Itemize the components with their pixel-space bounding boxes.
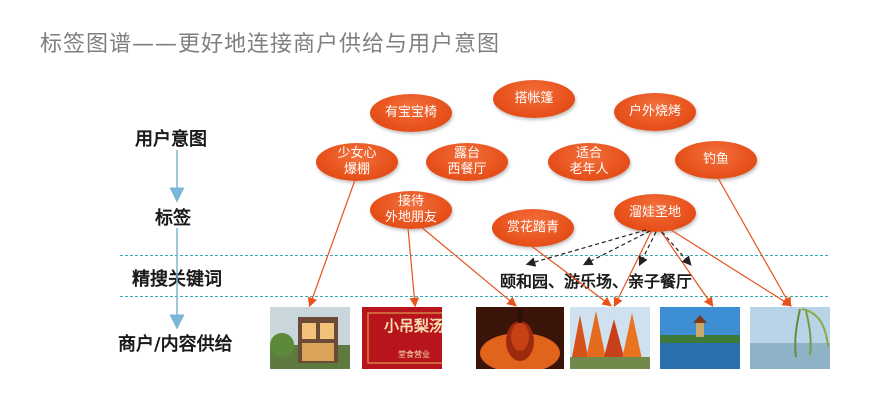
tag-connector-arrow	[717, 177, 792, 308]
tag-connector-arrow	[613, 229, 653, 308]
row-label-tags: 标签	[155, 208, 191, 229]
tag-connector-arrow	[419, 225, 517, 307]
row-label-supply: 商户/内容供给	[118, 334, 233, 355]
dashed-divider-top	[120, 255, 828, 256]
modern-building-photo	[270, 307, 350, 369]
keyword-connector-arrow	[661, 231, 692, 266]
summer-palace-photo	[660, 307, 740, 369]
keyword-connector-arrow	[638, 231, 657, 267]
page-title: 标签图谱——更好地连接商户供给与用户意图	[40, 32, 501, 57]
roast-duck-photo	[476, 307, 564, 369]
tag-oval: 露台 西餐厅	[426, 143, 508, 181]
tag-oval: 少女心 爆棚	[316, 143, 398, 181]
tag-connector-arrow	[529, 244, 612, 307]
tag-connector-arrow	[407, 227, 420, 308]
tag-oval: 赏花踏青	[492, 209, 574, 247]
red-restaurant-sign-photo: 小吊梨汤 堂食营业	[362, 307, 442, 369]
tag-oval: 接待 外地朋友	[370, 191, 452, 229]
tag-connector-arrow	[659, 229, 714, 307]
sign-subtext: 堂食营业	[398, 350, 430, 359]
keyword-list: 颐和园、游乐场、亲子餐厅	[500, 272, 693, 291]
autumn-trees-photo	[570, 307, 650, 369]
tag-oval: 搭帐篷	[493, 80, 575, 118]
dashed-divider-bottom	[120, 296, 828, 297]
tag-connector-arrow	[307, 179, 356, 308]
tag-oval: 钓鱼	[675, 141, 757, 179]
tag-oval: 溜娃圣地	[614, 194, 696, 232]
sign-text: 小吊梨汤	[383, 317, 442, 335]
row-label-intent: 用户意图	[135, 129, 207, 150]
tag-oval: 有宝宝椅	[370, 94, 452, 132]
tag-oval: 户外烧烤	[614, 93, 696, 131]
lakeside-willow-photo	[750, 307, 830, 369]
keyword-connector-arrow	[525, 229, 647, 267]
tag-oval: 适合 老年人	[548, 143, 630, 181]
tag-connector-arrow	[667, 227, 793, 307]
keyword-connector-arrow	[582, 230, 651, 266]
